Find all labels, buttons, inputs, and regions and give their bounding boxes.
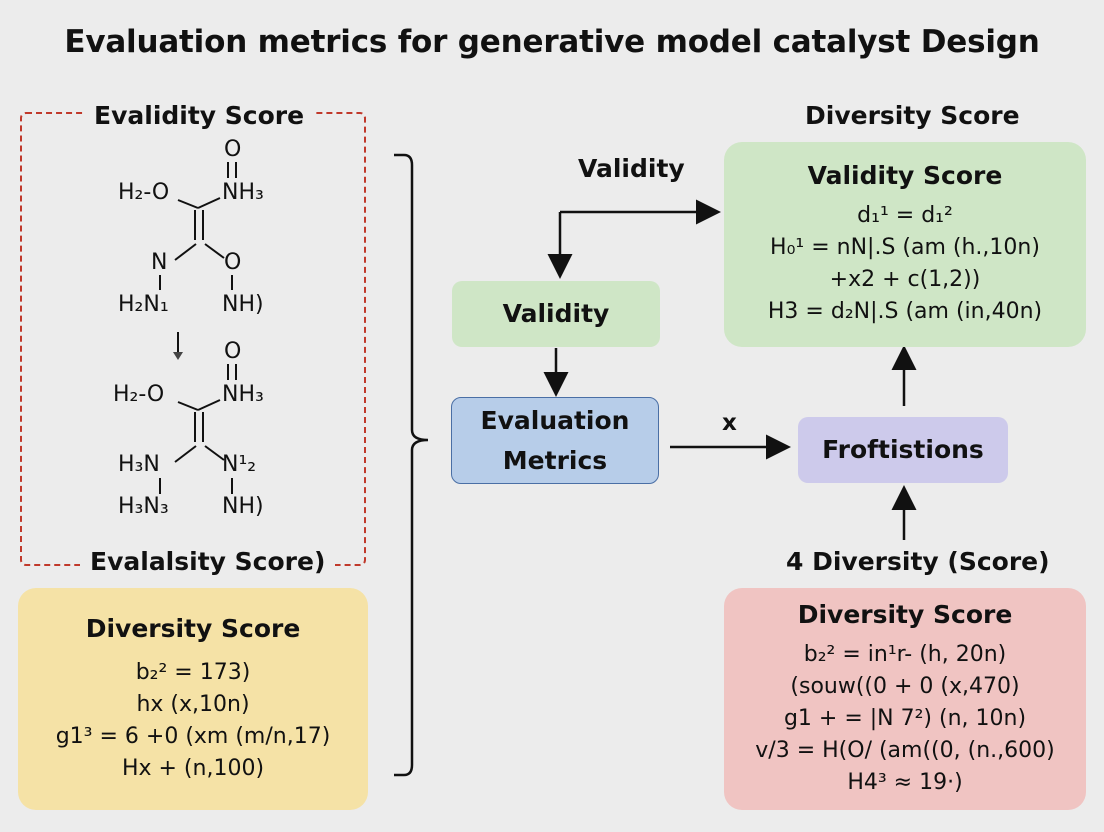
diversity-line: hx (x,10n) [136, 691, 250, 717]
validity-top-label: Validity [578, 154, 685, 183]
x-label: x [722, 410, 737, 436]
diversity-line: b₂² = in¹r- (h, 20n) [803, 641, 1007, 667]
diversity-line: v/3 = H(O/ (am((0, (n.,600) [755, 737, 1055, 763]
evaluation-metrics-box: Evaluation Metrics [451, 397, 659, 484]
validity-score-box: Validity Score d₁¹ = d₁² H₀¹ = nN|.S (am… [724, 142, 1086, 347]
validity-box: Validity [452, 281, 660, 347]
evaluation-line2: Metrics [502, 445, 608, 475]
molecule2-n12: N¹₂ [222, 452, 257, 477]
diversity-line: (souw((0 + 0 (x,470) [790, 673, 1020, 699]
validity-line: H3 = d₂N|.S (am (in,40n) [767, 299, 1043, 324]
diversity-score-box-left: Diversity Score b₂² = 173) hx (x,10n) g1… [18, 588, 368, 810]
molecule1-o-top: O [224, 137, 242, 162]
page-title: Evaluation metrics for generative model … [64, 24, 1040, 60]
molecule1-nh3: NH₃ [222, 180, 264, 205]
validity-line: d₁¹ = d₁² [857, 203, 953, 228]
molecule2-o-top: O [224, 339, 242, 364]
molecule2-nh: NH) [222, 494, 264, 519]
molecule2-h3n: H₃N [118, 452, 160, 477]
molecule2-h3n3: H₃N₃ [118, 494, 169, 519]
diversity-score-title: Diversity Score [85, 613, 301, 643]
evalidity-score-label: Evalidity Score [84, 101, 315, 130]
diversity-mid-label: 4 Diversity (Score) [786, 547, 1050, 576]
diversity-line: Hx + (n,100) [121, 755, 265, 781]
diversity-score-box-right: Diversity Score b₂² = in¹r- (h, 20n) (so… [724, 588, 1086, 810]
froftistions-box: Froftistions [798, 417, 1008, 483]
evalalsity-score-label: Evalalsity Score) [80, 547, 336, 576]
diversity-line: g1 + = |N 7²) (n, 10n) [783, 705, 1027, 731]
molecule1-o: O [224, 250, 242, 275]
molecule2-h2o: H₂-O [113, 382, 165, 407]
molecule1-h2o: H₂-O [118, 180, 170, 205]
diversity-line: g1³ = 6 +0 (xm (m/n,17) [55, 723, 331, 749]
molecule1-nh: NH) [222, 292, 264, 317]
validity-line: H₀¹ = nN|.S (am (h.,10n) [770, 235, 1040, 260]
molecule1-h2n1: H₂N₁ [118, 292, 169, 317]
diversity-line: H4³ ≈ 19·) [847, 769, 963, 795]
diversity-score-title-right: Diversity Score [797, 599, 1013, 629]
diversity-line: b₂² = 173) [135, 659, 251, 685]
molecule1-n: N [151, 250, 168, 275]
validity-line: +x2 + c(1,2)) [829, 267, 981, 292]
evaluation-line1: Evaluation [480, 405, 630, 435]
diversity-score-outer-label: Diversity Score [805, 101, 1020, 130]
molecule2-nh3: NH₃ [222, 382, 264, 407]
validity-score-title: Validity Score [807, 161, 1003, 190]
